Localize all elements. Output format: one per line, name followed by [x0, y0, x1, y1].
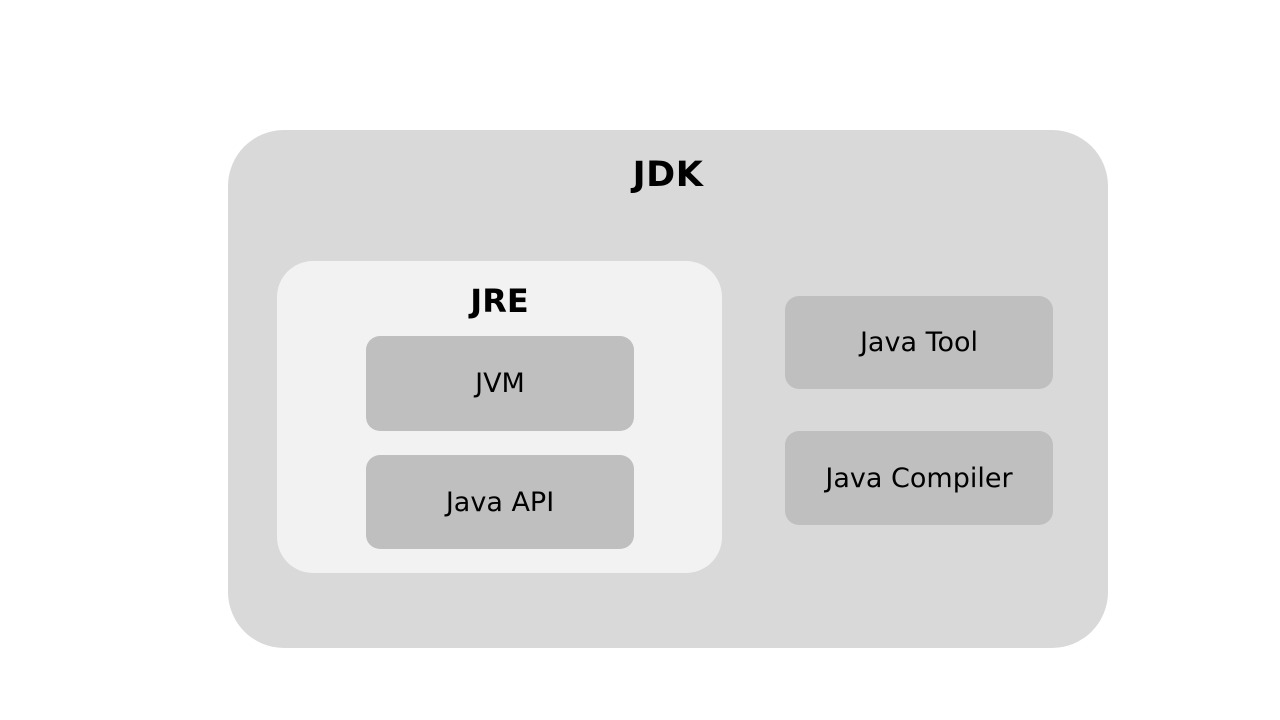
jre-container: JRE JVM Java API	[277, 261, 722, 573]
jvm-box: JVM	[366, 336, 634, 431]
java-tool-label: Java Tool	[859, 327, 979, 358]
jdk-title-label: JDK	[632, 155, 704, 195]
jvm-label: JVM	[475, 368, 525, 399]
java-compiler-box: Java Compiler	[785, 431, 1053, 525]
java-compiler-label: Java Compiler	[825, 462, 1013, 494]
jre-title-label: JRE	[470, 282, 529, 320]
java-api-label: Java API	[445, 486, 555, 518]
java-tool-box: Java Tool	[785, 296, 1053, 389]
jdk-container: JDK JRE JVM Java API Java Tool Java Comp…	[228, 130, 1108, 648]
java-api-box: Java API	[366, 455, 634, 549]
